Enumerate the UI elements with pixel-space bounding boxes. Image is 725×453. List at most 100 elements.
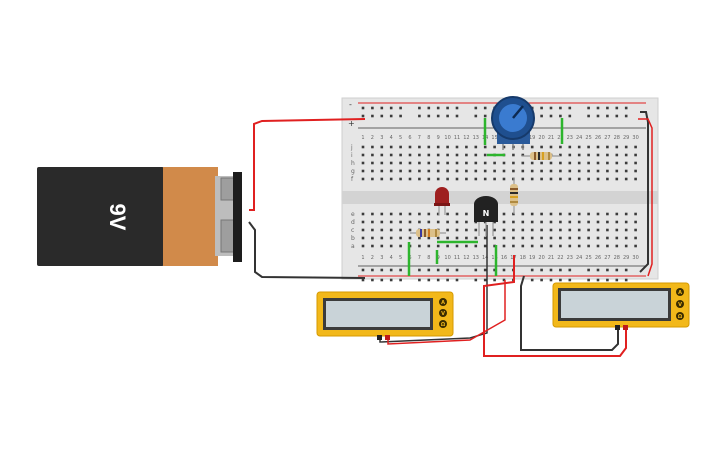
terminal-hole[interactable] [634, 177, 637, 181]
terminal-hole[interactable] [577, 220, 581, 224]
terminal-hole[interactable] [568, 244, 572, 248]
terminal-hole[interactable] [596, 236, 600, 240]
terminal-hole[interactable] [502, 244, 506, 248]
terminal-hole[interactable] [371, 236, 374, 240]
terminal-hole[interactable] [436, 212, 440, 216]
terminal-hole[interactable] [615, 236, 619, 240]
terminal-hole[interactable] [615, 169, 619, 173]
terminal-hole[interactable] [446, 169, 449, 173]
terminal-hole[interactable] [540, 244, 543, 248]
terminal-hole[interactable] [465, 161, 468, 165]
terminal-hole[interactable] [465, 169, 468, 173]
rail-hole[interactable] [361, 114, 365, 118]
terminal-hole[interactable] [512, 161, 515, 165]
terminal-hole[interactable] [493, 236, 496, 240]
terminal-hole[interactable] [418, 212, 421, 216]
terminal-hole[interactable] [361, 169, 365, 173]
terminal-hole[interactable] [624, 212, 628, 216]
rail-hole[interactable] [483, 278, 487, 282]
terminal-hole[interactable] [455, 236, 459, 240]
terminal-hole[interactable] [380, 244, 384, 248]
terminal-hole[interactable] [634, 145, 637, 149]
multimeter-right-btn-a[interactable] [676, 288, 684, 296]
rail-hole[interactable] [606, 268, 609, 272]
rail-hole[interactable] [596, 278, 600, 282]
terminal-hole[interactable] [408, 212, 412, 216]
terminal-hole[interactable] [512, 177, 515, 181]
rail-hole[interactable] [446, 114, 449, 118]
terminal-hole[interactable] [540, 161, 543, 165]
terminal-hole[interactable] [418, 244, 421, 248]
terminal-hole[interactable] [493, 145, 496, 149]
terminal-hole[interactable] [446, 244, 449, 248]
rail-hole[interactable] [483, 114, 487, 118]
rail-hole[interactable] [371, 268, 374, 272]
terminal-hole[interactable] [624, 145, 628, 149]
terminal-hole[interactable] [606, 212, 609, 216]
rail-hole[interactable] [530, 278, 534, 282]
rail-hole[interactable] [455, 114, 459, 118]
terminal-hole[interactable] [577, 244, 581, 248]
terminal-hole[interactable] [568, 220, 572, 224]
terminal-hole[interactable] [483, 161, 487, 165]
wire-right-rail-black[interactable] [639, 111, 649, 273]
terminal-hole[interactable] [399, 169, 402, 173]
wire-meter-right-black[interactable] [520, 275, 619, 351]
terminal-hole[interactable] [559, 220, 562, 224]
terminal-hole[interactable] [606, 244, 609, 248]
rail-hole[interactable] [549, 278, 553, 282]
terminal-hole[interactable] [549, 145, 553, 149]
terminal-hole[interactable] [399, 153, 402, 157]
terminal-hole[interactable] [427, 236, 431, 240]
rail-hole[interactable] [361, 106, 365, 110]
terminal-hole[interactable] [483, 236, 487, 240]
rail-hole[interactable] [540, 114, 543, 118]
terminal-hole[interactable] [559, 228, 562, 232]
terminal-hole[interactable] [455, 177, 459, 181]
terminal-hole[interactable] [606, 169, 609, 173]
terminal-hole[interactable] [436, 161, 440, 165]
battery-9v[interactable]: 9V [37, 167, 242, 266]
rail-hole[interactable] [399, 106, 402, 110]
terminal-hole[interactable] [606, 145, 609, 149]
rail-hole[interactable] [389, 278, 393, 282]
terminal-hole[interactable] [361, 177, 365, 181]
terminal-hole[interactable] [465, 244, 468, 248]
terminal-hole[interactable] [389, 212, 393, 216]
terminal-hole[interactable] [371, 228, 374, 232]
terminal-hole[interactable] [615, 177, 619, 181]
terminal-hole[interactable] [596, 169, 600, 173]
terminal-hole[interactable] [577, 161, 581, 165]
terminal-hole[interactable] [418, 220, 421, 224]
terminal-hole[interactable] [549, 244, 553, 248]
terminal-hole[interactable] [408, 169, 412, 173]
terminal-hole[interactable] [436, 169, 440, 173]
terminal-hole[interactable] [624, 169, 628, 173]
terminal-hole[interactable] [371, 153, 374, 157]
terminal-hole[interactable] [530, 161, 534, 165]
multimeter-right-probe-red[interactable] [623, 325, 628, 330]
wire-battery-negative[interactable] [248, 221, 366, 279]
terminal-hole[interactable] [465, 220, 468, 224]
terminal-hole[interactable] [587, 169, 590, 173]
terminal-hole[interactable] [559, 244, 562, 248]
terminal-hole[interactable] [559, 169, 562, 173]
rail-hole[interactable] [483, 268, 487, 272]
terminal-hole[interactable] [371, 177, 374, 181]
terminal-hole[interactable] [530, 244, 534, 248]
terminal-hole[interactable] [446, 220, 449, 224]
terminal-hole[interactable] [568, 212, 572, 216]
rail-hole[interactable] [624, 114, 628, 118]
terminal-hole[interactable] [596, 244, 600, 248]
terminal-hole[interactable] [624, 220, 628, 224]
terminal-hole[interactable] [540, 212, 543, 216]
terminal-hole[interactable] [493, 228, 496, 232]
terminal-hole[interactable] [615, 228, 619, 232]
terminal-hole[interactable] [606, 177, 609, 181]
rail-hole[interactable] [615, 106, 619, 110]
rail-hole[interactable] [361, 268, 365, 272]
rail-hole[interactable] [540, 268, 543, 272]
terminal-hole[interactable] [577, 169, 581, 173]
terminal-hole[interactable] [559, 236, 562, 240]
terminal-hole[interactable] [634, 236, 637, 240]
